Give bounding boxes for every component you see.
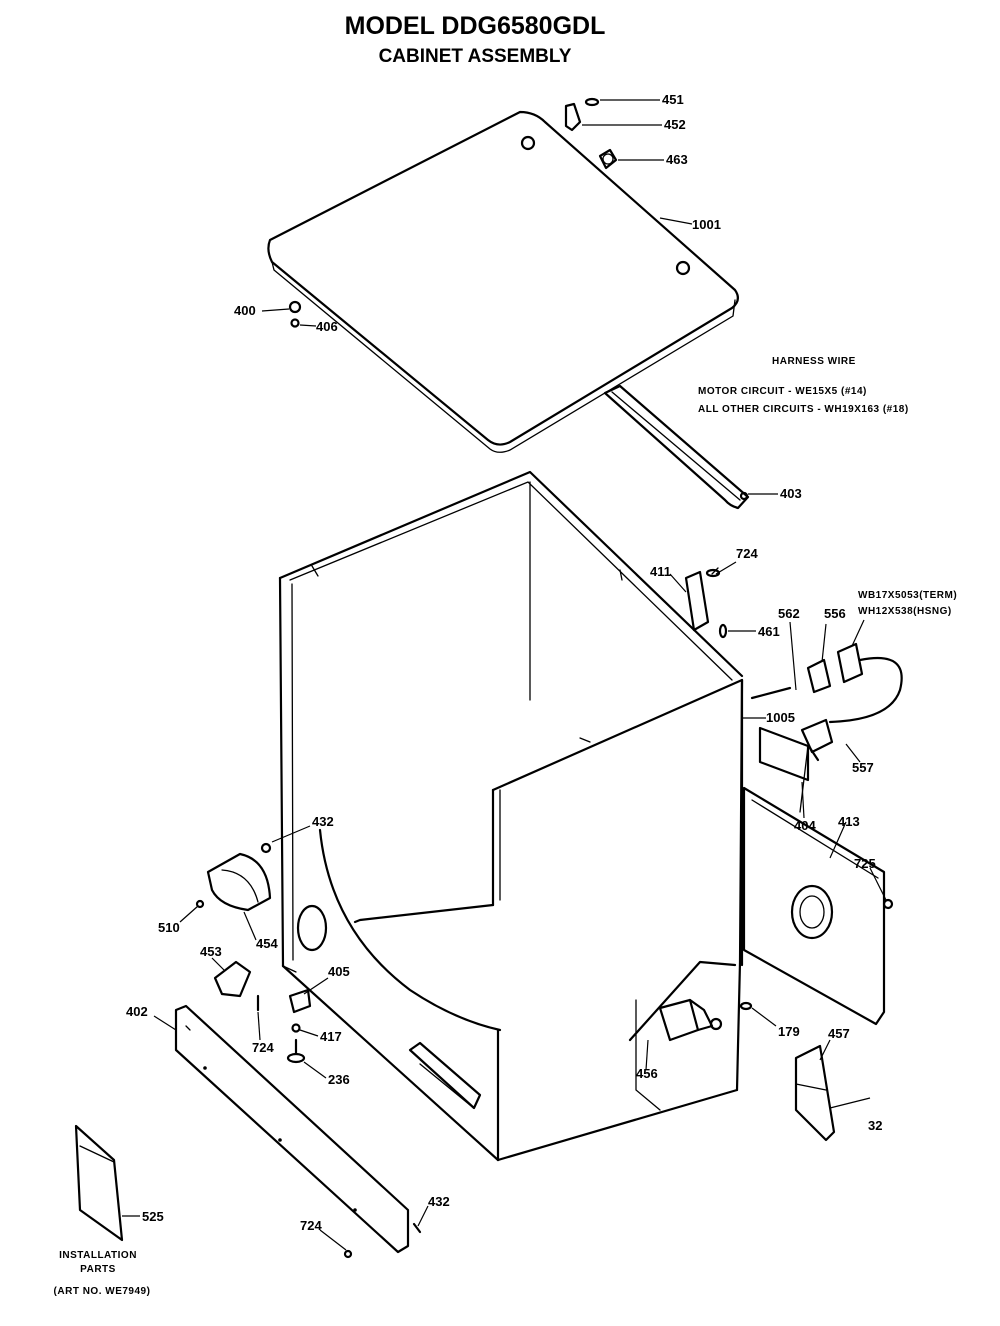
harness-note-heading: HARNESS WIRE <box>772 356 856 367</box>
cover-screws <box>288 300 302 328</box>
cabinet <box>278 470 744 1162</box>
installation-envelope <box>74 1124 124 1242</box>
harness-note-other: ALL OTHER CIRCUITS - WH19X163 (#18) <box>698 404 909 415</box>
callout-405: 405 <box>328 964 350 979</box>
callout-725: 725 <box>854 856 876 871</box>
callout-557: 557 <box>852 760 874 775</box>
callout-724-top: 724 <box>736 546 758 561</box>
leg-parts <box>213 960 312 1064</box>
callout-32: 32 <box>868 1118 882 1133</box>
callout-457: 457 <box>828 1026 850 1041</box>
callout-461: 461 <box>758 624 780 639</box>
callout-179: 179 <box>778 1024 800 1039</box>
hinge-parts <box>564 97 618 170</box>
bracket-plate <box>684 567 728 639</box>
toe-panel <box>174 1004 422 1259</box>
callout-724-mid: 724 <box>252 1040 274 1055</box>
top-cover <box>267 110 739 453</box>
rear-panel <box>742 786 894 1026</box>
terminal-note: WB17X5053(TERM) WH12X538(HSNG) <box>858 590 957 617</box>
door-switch <box>658 998 723 1042</box>
terminal-note-housing: WH12X538(HSNG) <box>858 606 952 617</box>
callout-556: 556 <box>824 606 846 621</box>
callout-432-left: 432 <box>312 814 334 829</box>
callout-411: 411 <box>650 564 671 579</box>
callout-406: 406 <box>316 319 338 334</box>
callout-413: 413 <box>838 814 860 829</box>
installation-parts-note: INSTALLATION PARTS (ART NO. WE7949) <box>54 1250 151 1297</box>
leader-lines <box>122 99 887 1251</box>
callout-453: 453 <box>200 944 222 959</box>
callout-236: 236 <box>328 1072 350 1087</box>
cabinet-clips <box>739 1001 836 1142</box>
callout-454: 454 <box>256 936 278 951</box>
callout-403: 403 <box>780 486 802 501</box>
harness-wire-note: HARNESS WIRE MOTOR CIRCUIT - WE15X5 (#14… <box>698 356 909 415</box>
installation-line2: PARTS <box>80 1264 116 1275</box>
callout-402: 402 <box>126 1004 148 1019</box>
harness-strip <box>603 384 750 510</box>
callout-labels: 451 452 463 1001 400 406 403 411 724 461… <box>126 92 882 1233</box>
terminal-note-term: WB17X5053(TERM) <box>858 590 957 601</box>
left-side-parts <box>195 842 272 912</box>
harness-note-motor: MOTOR CIRCUIT - WE15X5 (#14) <box>698 386 867 397</box>
callout-1005: 1005 <box>766 710 795 725</box>
callout-456: 456 <box>636 1066 658 1081</box>
installation-line3: (ART NO. WE7949) <box>54 1286 151 1297</box>
callout-1001: 1001 <box>692 217 721 232</box>
callout-417: 417 <box>320 1029 342 1044</box>
callout-510: 510 <box>158 920 180 935</box>
installation-line1: INSTALLATION <box>59 1250 137 1261</box>
callout-451: 451 <box>662 92 684 107</box>
callout-404: 404 <box>794 818 816 833</box>
callout-525: 525 <box>142 1209 164 1224</box>
callout-463: 463 <box>666 152 688 167</box>
cover-plate <box>758 726 810 813</box>
callout-400: 400 <box>234 303 256 318</box>
callout-432-bottom: 432 <box>428 1194 450 1209</box>
diagram-model-title: MODEL DDG6580GDL <box>345 12 606 40</box>
diagram-section-title: CABINET ASSEMBLY <box>379 46 572 67</box>
callout-562: 562 <box>778 606 800 621</box>
power-cord-assembly <box>750 642 903 762</box>
callout-724-bottom: 724 <box>300 1218 322 1233</box>
callout-452: 452 <box>664 117 686 132</box>
